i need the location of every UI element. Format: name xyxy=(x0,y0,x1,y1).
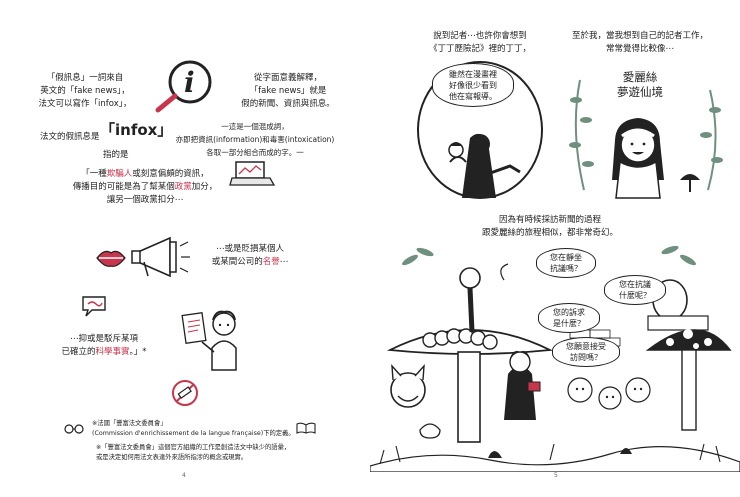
middle-line: 跟愛麗絲的旅程相似，都非常奇幻。 xyxy=(481,228,618,238)
page-number: 5 xyxy=(554,472,558,479)
science-text: ⋯抑或是駁斥某項 已確立的科學事實。」* xyxy=(44,333,164,359)
intro-line: 英文的「fake news」， xyxy=(40,86,130,96)
infox-keyword: 「infox」 xyxy=(100,121,173,139)
svg-text:i: i xyxy=(184,66,195,99)
glasses-icon xyxy=(64,424,84,434)
intro-text: 「假訊息」一詞來自 英文的「fake news」， 法文可以寫作「infox」， xyxy=(30,72,140,111)
footnote-1: ※法國「豐富法文委員會」 (Commission d'enrichissemen… xyxy=(92,419,295,438)
question-line: 是什麼？ xyxy=(553,319,585,328)
bubble-line: 雖然在漫畫裡 xyxy=(449,69,497,79)
question-line: 您在靜坐 xyxy=(550,253,582,262)
question-line: 您願意接受 xyxy=(566,342,606,351)
intro-line: 說到記者⋯也許你會想到 xyxy=(433,31,527,41)
alice-illustration xyxy=(569,79,723,199)
science-text-line: ⋯抑或是駁斥某項 xyxy=(69,334,138,344)
magnifier-info-icon: i xyxy=(155,60,212,113)
def-text: 傳播目的可能是為了幫某個 xyxy=(72,182,175,192)
question-line: 您的訴求 xyxy=(553,308,585,317)
no-syringe-icon xyxy=(172,380,198,406)
def-text: 讓另一個政黨扣分⋯ xyxy=(106,195,184,205)
tintin-speech-bubble: 雖然在漫畫裡 好像很少看到 他在寫報導。 xyxy=(432,63,514,107)
page-number: 4 xyxy=(182,472,186,479)
lips-icon xyxy=(96,250,126,267)
wonderland-scene xyxy=(370,245,740,472)
def-text: 「一種 xyxy=(81,169,107,179)
portmanteau-line: 亦即把資訊(information)和毒害(intoxication) xyxy=(175,135,335,144)
book-icon xyxy=(296,422,316,434)
question-line: 什麼呢？ xyxy=(619,291,651,300)
footnote-2: ※「豐富法文委員會」這個官方組織的工作是創造法文中缺少的語彙， 或是決定如何用法… xyxy=(96,443,290,462)
literal-line: 「fake news」就是 xyxy=(249,86,327,96)
question-line: 抗議嗎？ xyxy=(550,264,582,273)
science-red-text: 科學事實 xyxy=(95,347,130,357)
question-bubble-4: 您願意接受訪問嗎？ xyxy=(552,337,620,367)
middle-text: 因為有時候採訪新聞的過程 跟愛麗絲的旅程相似，都非常奇幻。 xyxy=(435,214,665,240)
def-text: 加分， xyxy=(191,182,218,192)
bubble-line: 好像很少看到 xyxy=(449,80,497,90)
rep-text: 或某間公司的 xyxy=(211,257,263,267)
intro-line: 《丁丁歷險記》裡的丁丁， xyxy=(428,44,531,54)
literal-text: 從字面意義解釋， 「fake news」就是 假的新聞、資訊與訊息。 xyxy=(228,72,348,111)
rep-text: ⋯ xyxy=(279,257,289,267)
portmanteau-text: 一這是一個混成詞， 亦即把資訊(information)和毒害(intoxica… xyxy=(170,120,340,159)
literal-line: 假的新聞、資訊與訊息。 xyxy=(241,99,335,109)
laptop-icon xyxy=(229,161,276,186)
middle-line: 因為有時候採訪新聞的過程 xyxy=(498,215,601,225)
rep-red-text: 名譽 xyxy=(262,257,280,267)
right-page: 說到記者⋯也許你會想到 《丁丁歷險記》裡的丁丁， 至於我，當我想到自己的記者工作… xyxy=(370,0,740,497)
alice-title: 愛麗絲 夢遊仙境 xyxy=(595,70,685,100)
question-bubble-3: 您的訴求是什麼？ xyxy=(538,303,600,333)
refers-to-text: 指的是 xyxy=(103,150,129,160)
footnote-line: 或是決定如何用法文表達外來語所指涉的概念或現實。 xyxy=(96,453,248,461)
title-line: 夢遊仙境 xyxy=(617,85,663,99)
footnote-line: ※「豐富法文委員會」這個官方組織的工作是創造法文中缺少的語彙， xyxy=(96,444,291,451)
science-text-line: 。」* xyxy=(129,347,147,357)
question-bubble-1: 您在靜坐抗議嗎？ xyxy=(536,248,596,278)
science-text-line: 已確立的 xyxy=(61,347,96,357)
speech-bubble-icon xyxy=(82,296,106,317)
footnote-line: (Commission d'enrichissement de la langu… xyxy=(92,429,295,437)
def-text: 或刻意偏頗的資訊， xyxy=(132,169,209,179)
tintin-panel xyxy=(417,61,543,199)
portmanteau-line: 各取一部分組合而成的字。一 xyxy=(206,148,304,157)
megaphone-icon xyxy=(131,236,190,278)
rep-text: ⋯或是貶損某個人 xyxy=(215,244,284,254)
left-page: 「假訊息」一詞來自 英文的「fake news」， 法文可以寫作「infox」，… xyxy=(30,60,348,479)
intro-line: 至於我，當我想到自己的記者工作， xyxy=(571,31,708,41)
intro-line: 常常覺得比較像⋯ xyxy=(605,44,674,54)
alice-intro-text: 至於我，當我想到自己的記者工作， 常常覺得比較像⋯ xyxy=(565,30,715,56)
tintin-intro-text: 說到記者⋯也許你會想到 《丁丁歷險記》裡的丁丁， xyxy=(420,30,540,56)
question-bubble-2: 您在抗議什麼呢？ xyxy=(604,275,666,305)
literal-line: 從字面意義解釋， xyxy=(253,73,322,83)
title-line: 愛麗絲 xyxy=(622,70,658,84)
bubble-line: 他在寫報導。 xyxy=(449,91,497,101)
question-line: 您在抗議 xyxy=(619,280,651,289)
portmanteau-line: 一這是一個混成詞， xyxy=(221,122,289,131)
question-line: 訪問嗎？ xyxy=(570,353,602,362)
intro-line: 「假訊息」一詞來自 xyxy=(46,73,124,83)
reputation-text: ⋯或是貶損某個人 或某間公司的名譽⋯ xyxy=(200,243,300,269)
scientist-illustration xyxy=(181,310,237,371)
def-red-text: 政黨 xyxy=(174,182,192,192)
intro-line: 法文可以寫作「infox」， xyxy=(38,99,132,109)
def-red-text: 欺騙人 xyxy=(106,169,133,179)
definition-text: 「一種欺騙人或刻意偏頗的資訊， 傳播目的可能是為了幫某個政黨加分， 讓另一個政黨… xyxy=(60,168,230,207)
footnote-line: ※法國「豐富法文委員會」 xyxy=(92,420,167,427)
keyword-prefix: 法文的假訊息是 xyxy=(40,132,100,142)
